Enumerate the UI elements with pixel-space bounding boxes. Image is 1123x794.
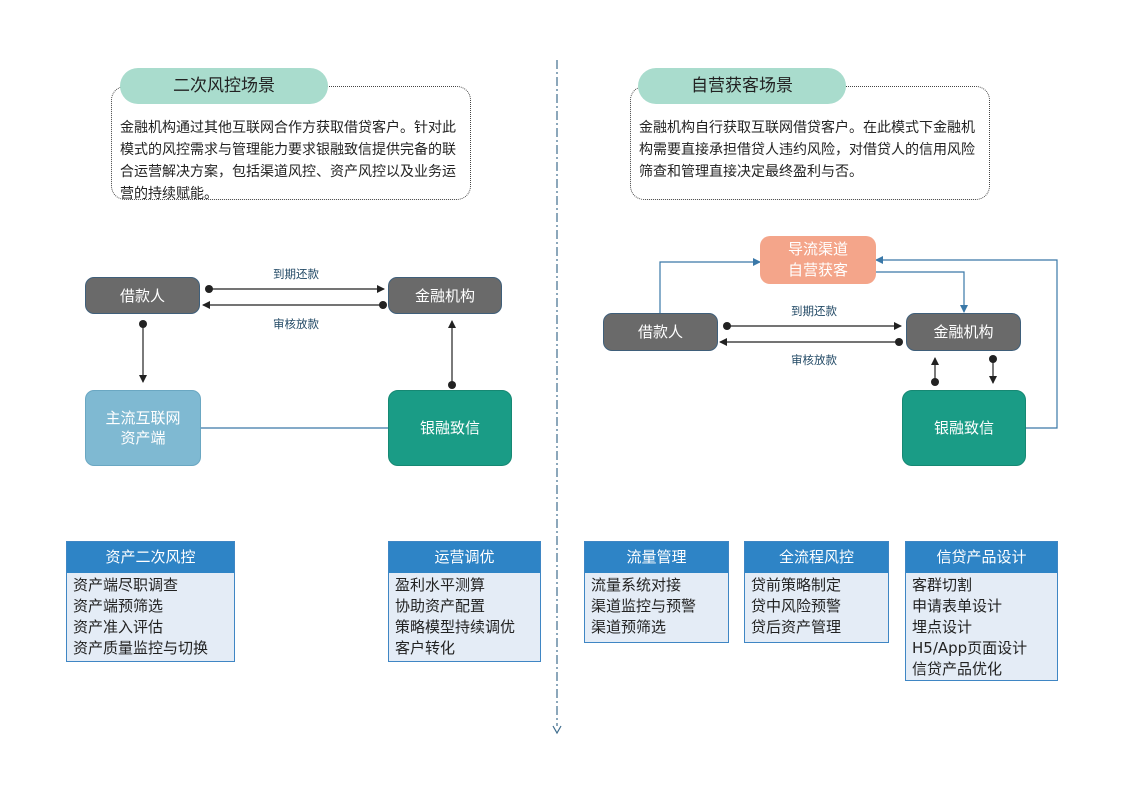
divider-arrow: [552, 725, 562, 735]
list-item: 协助资产配置: [395, 597, 486, 615]
left-card-asset-risk: 资产二次风控 资产端尽职调查 资产端预筛选 资产准入评估 资产质量监控与切换: [66, 541, 235, 662]
left-node-borrower: 借款人: [85, 277, 200, 314]
list-item: 资产质量监控与切换: [73, 639, 209, 657]
right-card-risk: 全流程风控 贷前策略制定 贷中风险预警 贷后资产管理: [744, 541, 889, 643]
list-item: H5/App页面设计: [912, 639, 1028, 657]
right-node-institution: 金融机构: [906, 313, 1021, 351]
left-node-institution: 金融机构: [388, 277, 502, 314]
right-card-traffic-title: 流量管理: [585, 542, 728, 573]
list-item: 贷后资产管理: [751, 618, 842, 636]
right-edge-loan-label: 审核放款: [791, 353, 837, 367]
left-card-operation-title: 运营调优: [389, 542, 540, 573]
right-edge-repay-label: 到期还款: [791, 304, 837, 318]
left-description-box: 金融机构通过其他互联网合作方获取借贷客户。针对此模式的风控需求与管理能力要求银融…: [111, 86, 471, 202]
left-card-asset-risk-title: 资产二次风控: [67, 542, 234, 573]
left-edge-loan-label: 审核放款: [273, 317, 319, 331]
list-item: 资产端尽职调查: [73, 576, 179, 594]
list-item: 贷中风险预警: [751, 597, 842, 615]
right-card-product: 信贷产品设计 客群切割 申请表单设计 埋点设计 H5/App页面设计 信贷产品优…: [905, 541, 1058, 681]
list-item: 资产准入评估: [73, 618, 164, 636]
right-description-text: 金融机构自行获取互联网借贷客户。在此模式下金融机构需要直接承担借贷人违约风险，对…: [639, 120, 975, 180]
right-card-traffic: 流量管理 流量系统对接 渠道监控与预警 渠道预筛选: [584, 541, 729, 643]
right-card-product-title: 信贷产品设计: [906, 542, 1057, 573]
right-node-borrower: 借款人: [603, 313, 718, 351]
right-node-channel: 导流渠道 自营获客: [760, 236, 876, 284]
left-edge-loan: [202, 301, 387, 309]
list-item: 流量系统对接: [591, 576, 682, 594]
right-edge-loan: [719, 338, 903, 346]
list-item: 盈利水平测算: [395, 576, 486, 594]
left-description-text: 金融机构通过其他互联网合作方获取借贷客户。针对此模式的风控需求与管理能力要求银融…: [120, 120, 456, 202]
right-edge-repay: [723, 322, 902, 330]
list-item: 埋点设计: [912, 618, 973, 636]
right-edge-institution-yinrong: [989, 355, 997, 384]
list-item: 信贷产品优化: [912, 660, 1003, 678]
list-item: 资产端预筛选: [73, 597, 164, 615]
left-edge-repay: [205, 285, 385, 293]
left-edge-repay-label: 到期还款: [273, 267, 319, 281]
left-edge-borrower-asset: [139, 320, 147, 383]
right-edge-channel-institution: [876, 271, 968, 313]
left-node-asset-side: 主流互联网 资产端: [85, 390, 201, 466]
right-card-risk-title: 全流程风控: [745, 542, 888, 573]
list-item: 渠道监控与预警: [591, 597, 697, 615]
right-node-yinrong: 银融致信: [902, 390, 1026, 466]
list-item: 渠道预筛选: [591, 618, 667, 636]
left-scene-title: 二次风控场景: [120, 68, 328, 104]
right-scene-title: 自营获客场景: [638, 68, 846, 104]
list-item: 客群切割: [912, 576, 973, 594]
list-item: 策略模型持续调优: [395, 618, 516, 636]
left-card-operation: 运营调优 盈利水平测算 协助资产配置 策略模型持续调优 客户转化: [388, 541, 541, 662]
right-edge-yinrong-institution: [931, 357, 939, 386]
list-item: 申请表单设计: [912, 597, 1003, 615]
left-node-yinrong: 银融致信: [388, 390, 512, 466]
list-item: 贷前策略制定: [751, 576, 842, 594]
list-item: 客户转化: [395, 639, 456, 657]
right-edge-borrower-channel: [659, 258, 761, 313]
left-edge-yinrong-institution: [448, 320, 456, 389]
